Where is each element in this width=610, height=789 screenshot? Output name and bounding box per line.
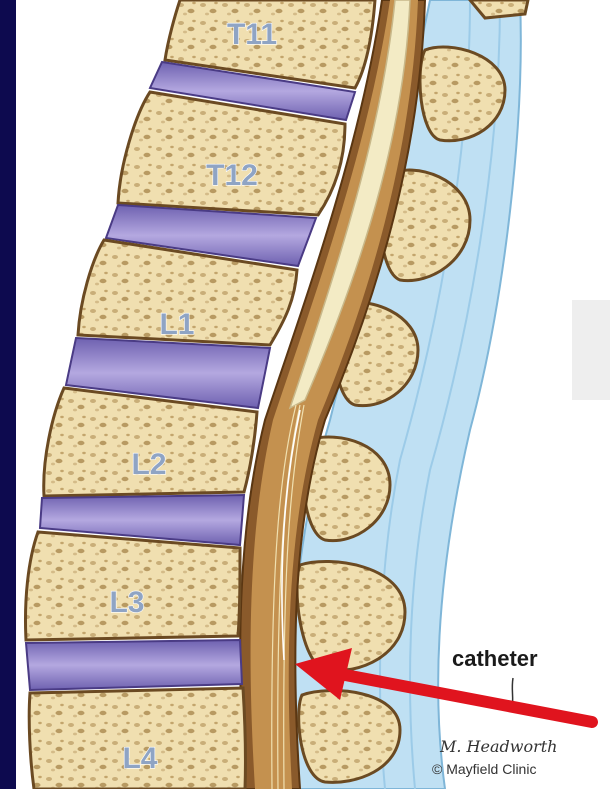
catheter-label: catheter <box>452 646 538 671</box>
copyright-notice: © Mayfield Clinic <box>432 761 536 777</box>
vertebra-label-l4: L4 <box>122 742 157 775</box>
vertebra-label-l3: L3 <box>109 586 144 619</box>
background-shape <box>572 300 610 400</box>
vertebra-label-l2: L2 <box>131 448 166 481</box>
vertebra-label-t12: T12 <box>206 159 258 192</box>
intervertebral-disc <box>26 640 242 690</box>
vertebra-label-t11: T11 <box>227 18 277 51</box>
artist-signature: M. Headworth <box>439 737 557 756</box>
vertebra-label-l1: L1 <box>159 308 194 341</box>
